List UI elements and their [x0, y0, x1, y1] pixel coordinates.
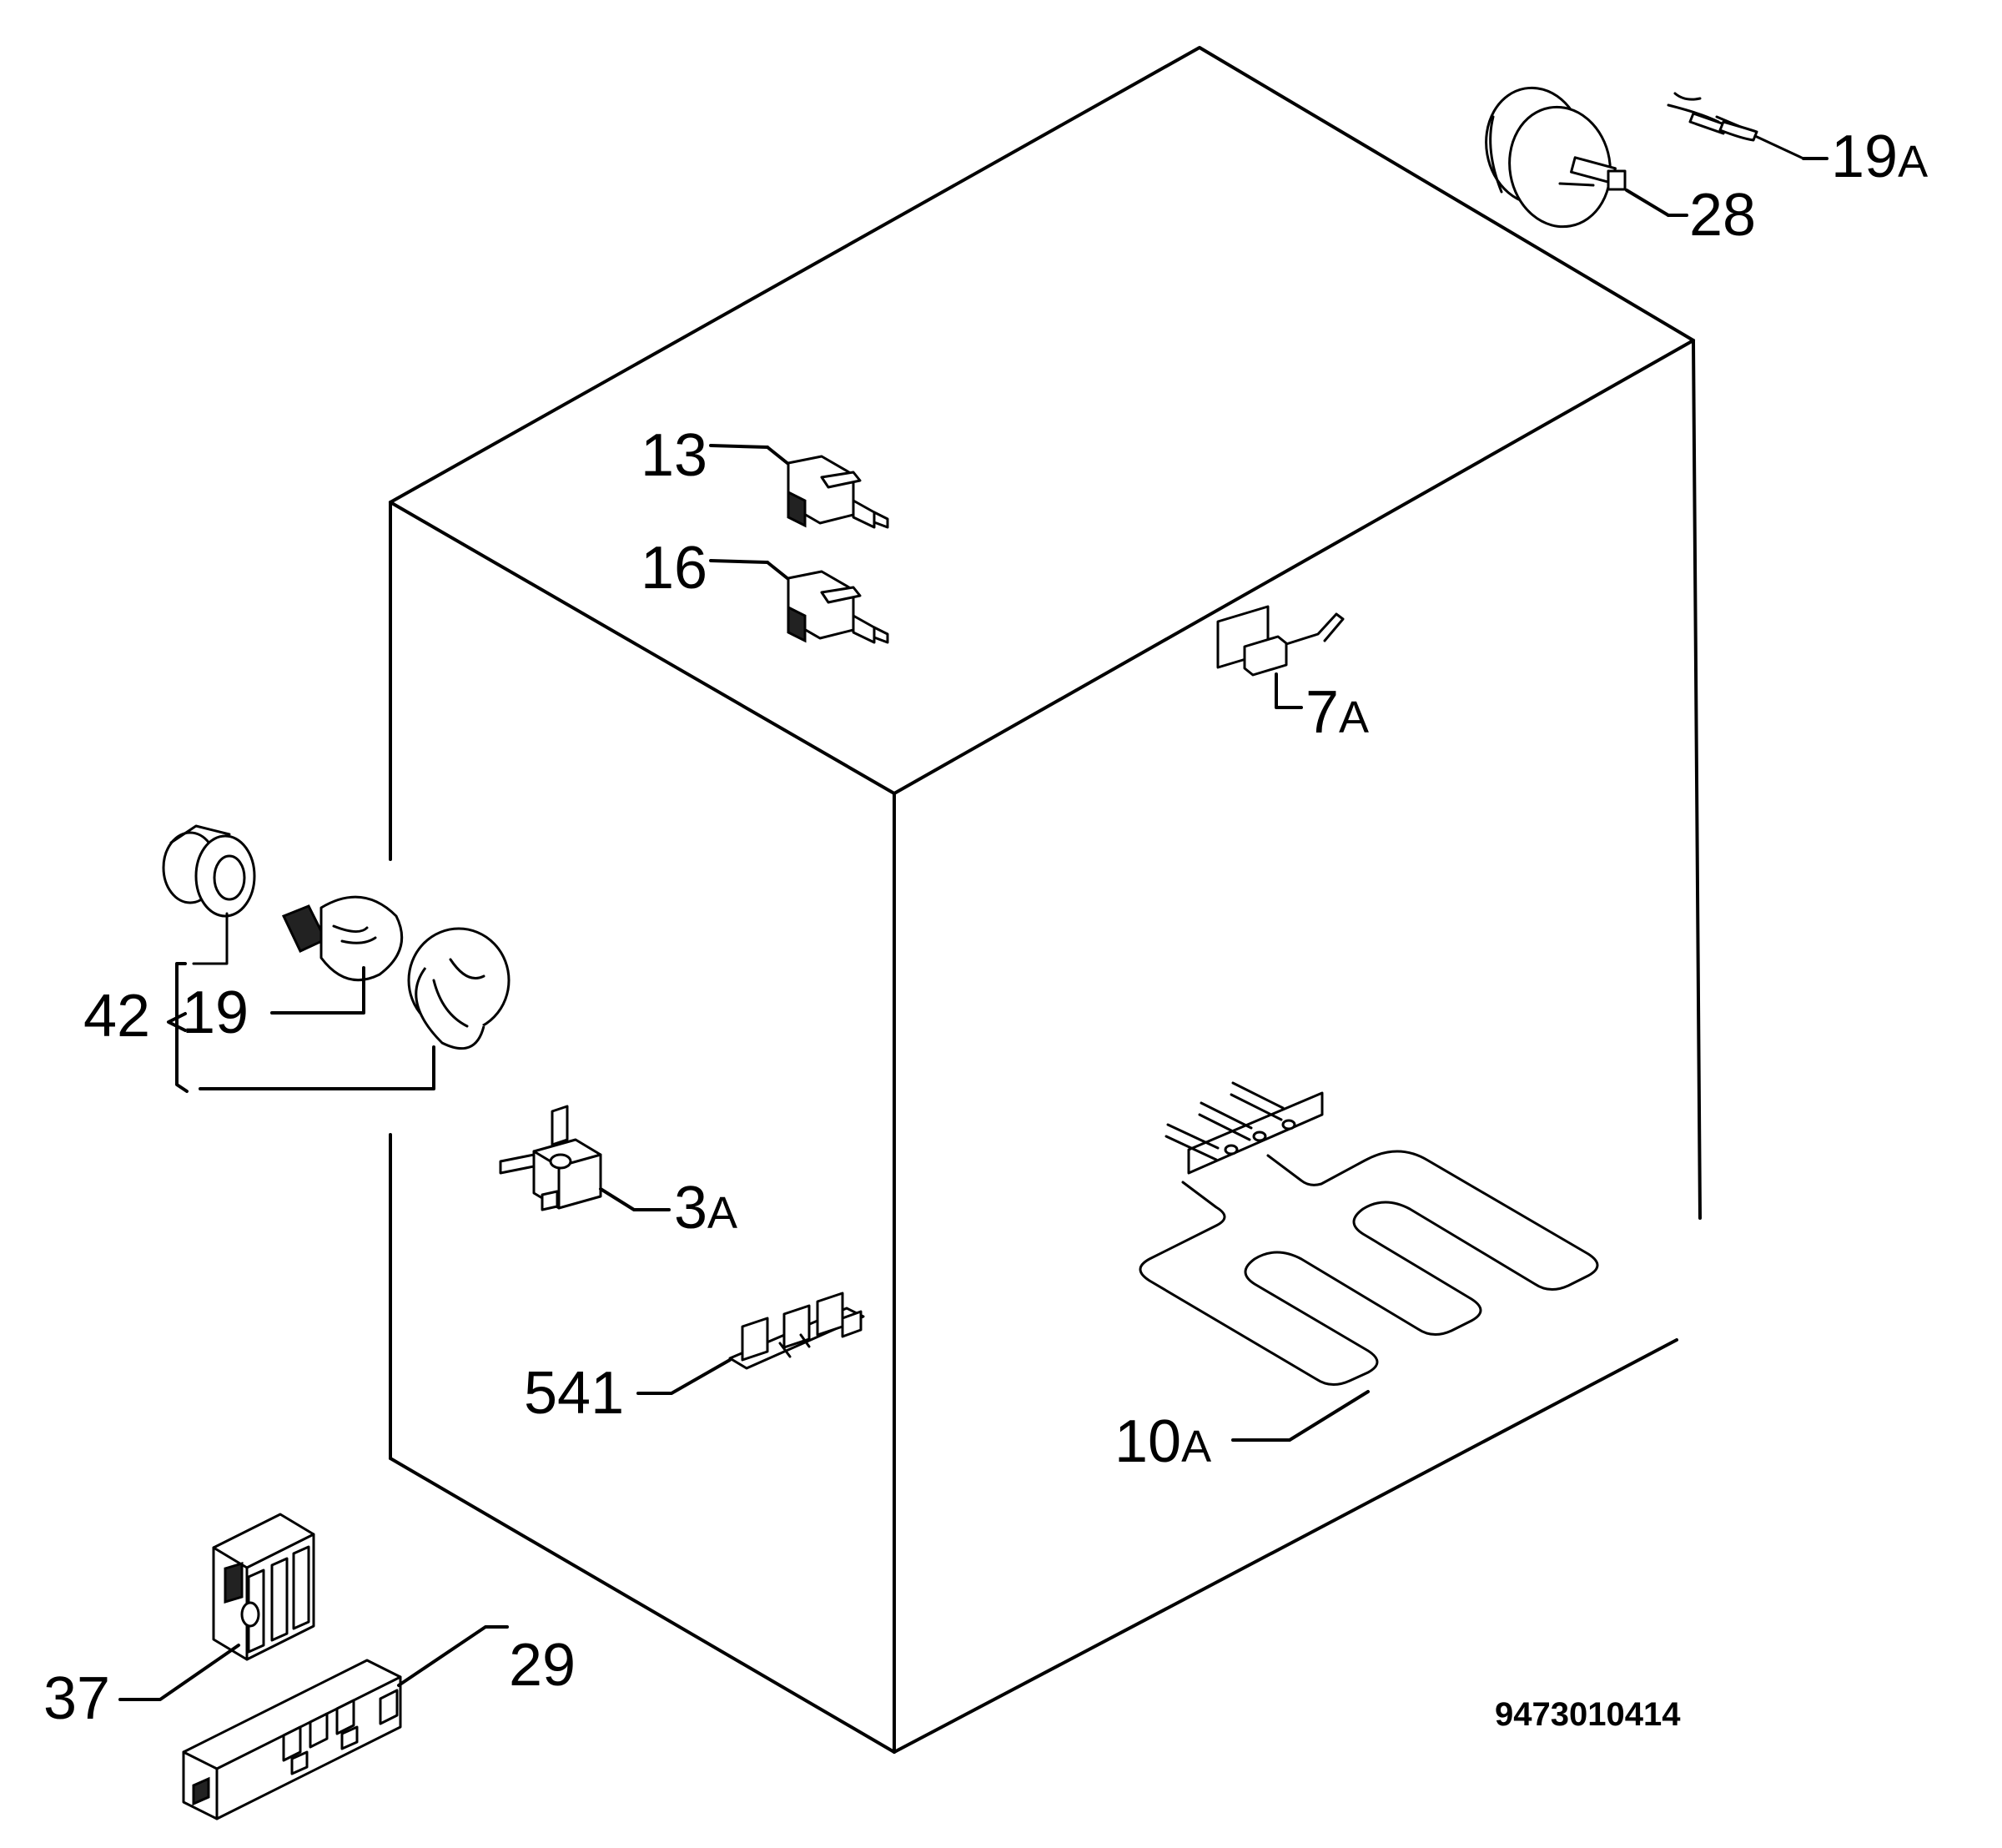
label-28: 28: [1689, 182, 1756, 249]
part-7a-microswitch: 7A: [1216, 605, 1369, 746]
part-3a-thermal-cutout: 3A: [499, 1105, 737, 1241]
part-28-timer-motor: 28: [1485, 86, 1756, 249]
part-42-lamp-holder: [162, 824, 256, 965]
label-7a: 7A: [1305, 679, 1369, 746]
label-3a: 3A: [674, 1175, 737, 1241]
part-42-kit-bracket: 42: [83, 962, 189, 1093]
label-29: 29: [509, 1632, 576, 1699]
label-10a: 10A: [1114, 1408, 1211, 1475]
label-19a: 19A: [1831, 123, 1928, 190]
oven-cabinet-outline: [389, 46, 1702, 1754]
label-19: 19: [182, 979, 249, 1046]
part-29-spark-generator: 29: [182, 1625, 576, 1820]
part-37-igniter: 37: [43, 1513, 315, 1732]
part-10a-grill-element: 10A: [1114, 1081, 1599, 1475]
part-13-push-switch: 13: [641, 422, 889, 529]
drawing-code: 9473010414: [1495, 1696, 1681, 1733]
part-lamp-glass-cover: [199, 927, 511, 1090]
part-19a-probe: 19A: [1667, 92, 1928, 190]
part-541-terminal-block: 541: [524, 1292, 865, 1427]
label-16: 16: [641, 535, 707, 602]
label-37: 37: [43, 1665, 110, 1732]
part-19-lamp-bulb: 19: [182, 895, 404, 1046]
label-541: 541: [524, 1360, 624, 1427]
part-16-push-switch: 16: [641, 535, 889, 644]
label-42: 42: [83, 983, 150, 1050]
label-13: 13: [641, 422, 707, 489]
